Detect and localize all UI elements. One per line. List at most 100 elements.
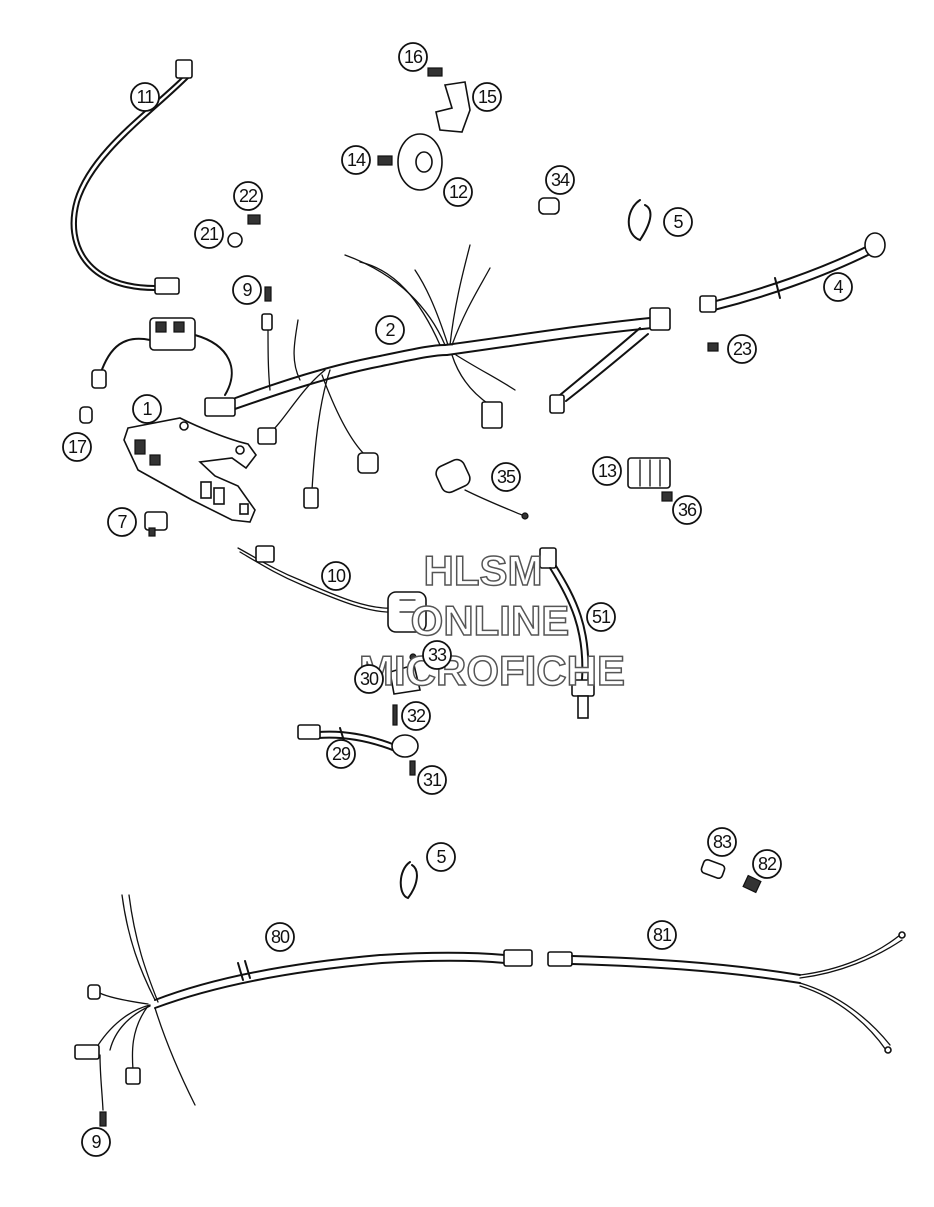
part-51-sensor[interactable]	[539, 547, 595, 719]
callout-32[interactable]: 32	[401, 701, 431, 731]
part-16-bolt[interactable]	[427, 67, 443, 77]
callout-2[interactable]: 2	[375, 315, 405, 345]
part-13-regulator[interactable]	[627, 457, 671, 489]
part-30-lever[interactable]	[389, 663, 421, 695]
callout-5[interactable]: 5	[663, 207, 693, 237]
part-14-screw[interactable]	[377, 155, 393, 166]
part-83-cap[interactable]	[700, 858, 726, 880]
callout-29[interactable]: 29	[326, 739, 356, 769]
callout-82[interactable]: 82	[752, 849, 782, 879]
svg-text:31: 31	[423, 770, 442, 790]
part-17-bulb[interactable]	[79, 406, 93, 424]
svg-text:12: 12	[449, 182, 468, 202]
callout-36[interactable]: 36	[672, 495, 702, 525]
part-9-terminal-top[interactable]	[264, 286, 272, 302]
watermark-line-2: ONLINE	[411, 597, 570, 644]
callout-34[interactable]: 34	[545, 165, 575, 195]
part-31-screw[interactable]	[409, 760, 416, 776]
svg-text:80: 80	[271, 927, 290, 947]
callout-7[interactable]: 7	[107, 507, 137, 537]
svg-text:29: 29	[332, 744, 351, 764]
callout-30[interactable]: 30	[354, 664, 384, 694]
callout-83[interactable]: 83	[707, 827, 737, 857]
callout-14[interactable]: 14	[341, 145, 371, 175]
part-80-harness[interactable]	[74, 894, 533, 1127]
part-4-cable[interactable]	[699, 232, 886, 313]
callout-12[interactable]: 12	[443, 177, 473, 207]
callout-1[interactable]: 1	[132, 394, 162, 424]
svg-text:15: 15	[478, 87, 497, 107]
svg-text:82: 82	[758, 854, 777, 874]
part-29-switch[interactable]	[297, 724, 419, 758]
watermark: HLSM ONLINE MICROFICHE	[358, 546, 626, 695]
svg-text:1: 1	[142, 399, 152, 419]
svg-text:5: 5	[673, 212, 683, 232]
svg-text:5: 5	[436, 847, 446, 867]
svg-text:35: 35	[497, 467, 516, 487]
part-2-main-harness[interactable]	[204, 244, 671, 509]
callout-9[interactable]: 9	[232, 275, 262, 305]
callout-13[interactable]: 13	[592, 456, 622, 486]
part-22-screw[interactable]	[247, 214, 261, 225]
callout-11[interactable]: 11	[130, 82, 160, 112]
part-21-nut[interactable]	[227, 232, 243, 248]
svg-text:9: 9	[91, 1132, 101, 1152]
callout-5[interactable]: 5	[426, 842, 456, 872]
callout-10[interactable]: 10	[321, 561, 351, 591]
part-5-clamp-bottom[interactable]	[399, 861, 418, 900]
svg-text:16: 16	[404, 47, 423, 67]
part-1-bracket[interactable]	[123, 417, 257, 523]
svg-text:7: 7	[117, 512, 127, 532]
svg-text:4: 4	[833, 277, 843, 297]
svg-text:9: 9	[242, 280, 252, 300]
svg-text:13: 13	[598, 461, 617, 481]
callout-22[interactable]: 22	[233, 181, 263, 211]
svg-text:11: 11	[137, 87, 155, 107]
svg-text:17: 17	[68, 437, 87, 457]
svg-text:83: 83	[713, 832, 732, 852]
svg-text:81: 81	[653, 925, 672, 945]
svg-text:32: 32	[407, 706, 426, 726]
svg-text:10: 10	[327, 566, 346, 586]
part-relay-assembly[interactable]	[91, 317, 233, 396]
callout-33[interactable]: 33	[422, 640, 452, 670]
callout-16[interactable]: 16	[398, 42, 428, 72]
callout-17[interactable]: 17	[62, 432, 92, 462]
watermark-line-1: HLSM	[424, 547, 543, 594]
part-36-screw[interactable]	[661, 491, 673, 502]
callout-35[interactable]: 35	[491, 462, 521, 492]
callouts: 1 2 4 5 5 7 9 9 10 11 12 13 14 15 16 17 …	[62, 42, 853, 1157]
callout-15[interactable]: 15	[472, 82, 502, 112]
part-12-horn[interactable]	[397, 133, 443, 191]
callout-23[interactable]: 23	[727, 334, 757, 364]
svg-text:14: 14	[347, 150, 366, 170]
part-33-pin[interactable]	[409, 653, 417, 661]
callout-80[interactable]: 80	[265, 922, 295, 952]
part-32-pin[interactable]	[392, 704, 398, 726]
svg-text:23: 23	[733, 339, 752, 359]
callout-31[interactable]: 31	[417, 765, 447, 795]
svg-text:22: 22	[239, 186, 258, 206]
callout-4[interactable]: 4	[823, 272, 853, 302]
svg-text:2: 2	[385, 320, 395, 340]
part-34-cap[interactable]	[538, 197, 560, 215]
part-35-sensor[interactable]	[433, 457, 529, 520]
part-23-clip[interactable]	[707, 342, 719, 352]
part-82-terminal[interactable]	[742, 874, 762, 894]
svg-text:30: 30	[360, 669, 379, 689]
part-10-switch-cable[interactable]	[237, 545, 427, 633]
callout-81[interactable]: 81	[647, 920, 677, 950]
svg-text:36: 36	[678, 500, 697, 520]
part-5-clamp-top[interactable]	[627, 199, 652, 242]
part-81-harness[interactable]	[547, 931, 906, 1054]
callout-51[interactable]: 51	[586, 602, 616, 632]
svg-text:33: 33	[428, 645, 447, 665]
part-15-horn-bracket[interactable]	[435, 81, 471, 133]
svg-text:34: 34	[551, 170, 570, 190]
watermark-line-3: MICROFICHE	[359, 647, 625, 694]
svg-text:21: 21	[200, 224, 219, 244]
part-7-switch[interactable]	[144, 511, 168, 537]
callout-21[interactable]: 21	[194, 219, 224, 249]
callout-9[interactable]: 9	[81, 1127, 111, 1157]
